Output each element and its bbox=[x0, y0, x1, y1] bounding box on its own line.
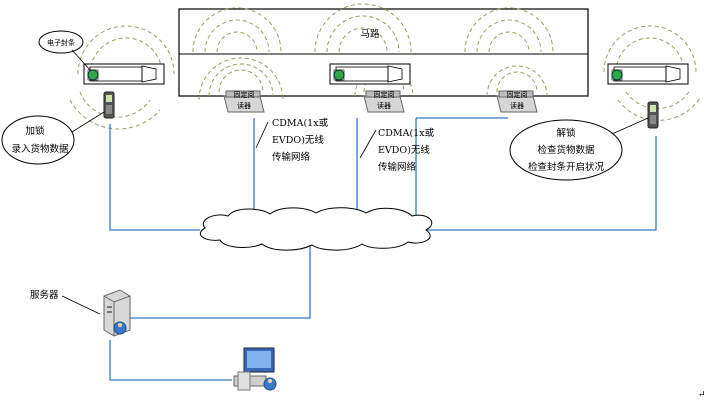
fixed-reader-3: 固定阅 读器 bbox=[496, 90, 538, 113]
svg-text:固定阅: 固定阅 bbox=[374, 90, 395, 99]
vehicle-left bbox=[83, 63, 165, 85]
svg-text:解锁: 解锁 bbox=[556, 127, 576, 139]
svg-text:读器: 读器 bbox=[237, 101, 251, 110]
svg-text:传输网络: 传输网络 bbox=[272, 151, 311, 163]
network-note-2: CDMA(1x或 EVDO)无线 传输网络 bbox=[359, 127, 435, 173]
seal-chip-icon bbox=[611, 69, 623, 81]
unlock-bubble: 解锁 检查货物数据 检查封条开启状况 bbox=[509, 117, 649, 181]
paragraph-mark: ↵ bbox=[698, 390, 706, 400]
handheld-reader-left-icon bbox=[103, 91, 115, 119]
svg-text:检查货物数据: 检查货物数据 bbox=[537, 144, 595, 156]
network-note-1: CDMA(1x或 EVDO)无线 传输网络 bbox=[255, 117, 329, 163]
server-icon bbox=[103, 289, 131, 337]
fixed-reader-1: 固定阅 读器 bbox=[223, 90, 265, 113]
vehicle-center bbox=[329, 63, 411, 85]
svg-text:读器: 读器 bbox=[377, 101, 391, 110]
svg-text:检查封条开启状况: 检查封条开启状况 bbox=[528, 161, 605, 173]
electronic-seal-callout: 电子封条 bbox=[38, 30, 91, 71]
server-label-leader bbox=[61, 295, 101, 315]
svg-text:EVDO)无线: EVDO)无线 bbox=[272, 134, 324, 146]
svg-text:读器: 读器 bbox=[510, 101, 524, 110]
svg-text:录入货物数据: 录入货物数据 bbox=[11, 143, 69, 155]
svg-text:固定阅: 固定阅 bbox=[234, 90, 255, 99]
seal-chip-icon bbox=[87, 69, 99, 81]
road-label: 马路 bbox=[360, 28, 380, 40]
svg-text:CDMA(1x或: CDMA(1x或 bbox=[272, 117, 329, 129]
svg-text:CDMA(1x或: CDMA(1x或 bbox=[378, 127, 435, 139]
computer-icon bbox=[233, 347, 277, 391]
electronic-seal-label: 电子封条 bbox=[47, 38, 75, 47]
lock-bubble: 加锁 录入货物数据 bbox=[1, 111, 105, 165]
network-cloud bbox=[199, 207, 433, 251]
svg-text:EVDO)无线: EVDO)无线 bbox=[378, 144, 430, 156]
handheld-reader-right-icon bbox=[647, 101, 659, 129]
network-lines bbox=[109, 117, 657, 381]
vehicle-right bbox=[607, 63, 689, 85]
svg-text:固定阅: 固定阅 bbox=[507, 90, 528, 99]
fixed-reader-2: 固定阅 读器 bbox=[363, 90, 405, 113]
server-label: 服务器 bbox=[30, 289, 59, 301]
svg-text:传输网络: 传输网络 bbox=[378, 161, 417, 173]
seal-chip-icon bbox=[333, 69, 345, 81]
svg-text:加锁: 加锁 bbox=[25, 125, 45, 137]
